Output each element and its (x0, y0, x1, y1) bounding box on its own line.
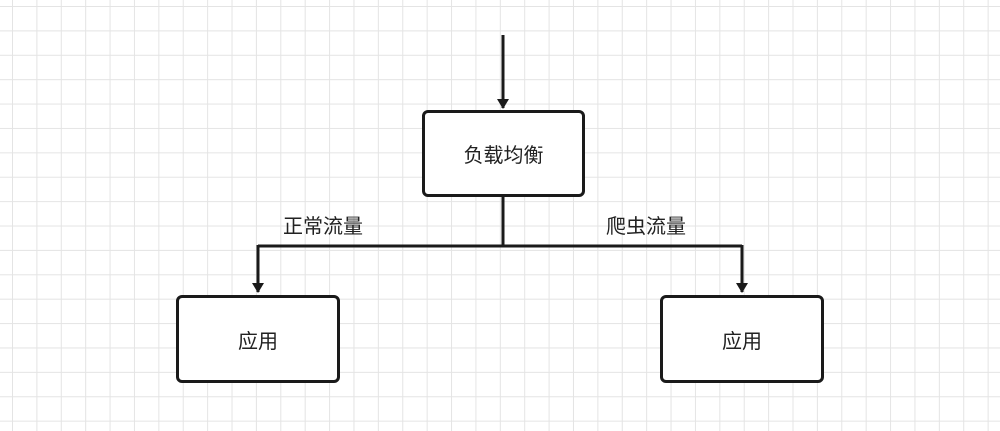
app-node-left: 应用 (176, 295, 340, 383)
app-node-right: 应用 (660, 295, 824, 383)
load-balancer-node: 负载均衡 (422, 110, 585, 197)
app-left-label: 应用 (238, 328, 278, 353)
normal-traffic-label: 正常流量 (283, 214, 363, 238)
load-balancer-label: 负载均衡 (463, 143, 544, 167)
crawler-traffic-label: 爬虫流量 (606, 214, 686, 238)
app-right-label: 应用 (722, 328, 762, 353)
